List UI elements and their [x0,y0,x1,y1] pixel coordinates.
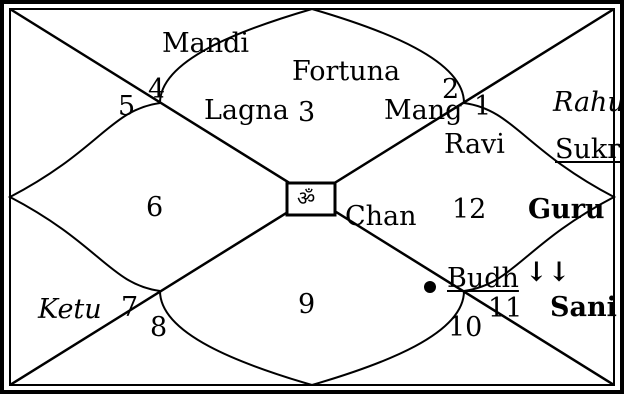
planet-mang: Mang [384,95,463,126]
planet-lagna: Lagna [204,95,289,126]
house-number-3: 3 [298,97,316,128]
house-number-1: 1 [474,91,492,122]
house-number-7: 7 [121,292,139,323]
budh-marker-dot [424,281,436,293]
planet-ravi: Ravi [444,129,505,160]
planet-fortuna: Fortuna [292,56,401,87]
house-number-6: 6 [146,192,164,223]
house-number-11: 11 [488,293,523,324]
house-number-2: 2 [442,74,460,105]
top-petal-curve [159,7,465,104]
planet-sukr: Sukr [555,134,621,165]
om-symbol: ॐ [297,186,316,210]
bottom-petal-curve [159,290,465,387]
center-om-box [285,181,337,217]
left-petal-curve [7,102,161,292]
planet-rahu: Rahu [553,87,624,118]
house-number-9: 9 [298,289,316,320]
house-number-12: 12 [452,194,487,225]
house-number-5: 5 [118,91,136,122]
budh-arrows-icon: ↓↓ [525,257,571,288]
planet-guru: Guru [528,194,605,225]
planet-budh: Budh [447,263,519,294]
planet-ketu: Ketu [38,294,102,325]
house-number-8: 8 [150,312,168,343]
house-number-10: 10 [448,312,483,343]
house-number-4: 4 [148,74,166,105]
planet-sani: Sani [550,292,617,323]
right-petal-curve [463,102,617,292]
planet-chan: Chan [345,201,417,232]
planet-mandi: Mandi [162,28,250,59]
